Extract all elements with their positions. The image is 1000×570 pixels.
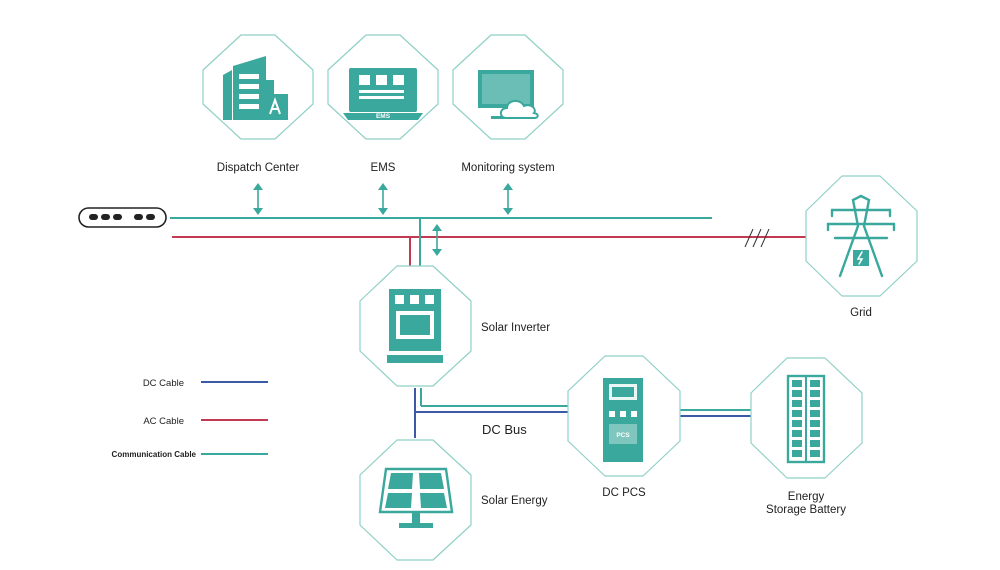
node-solar-energy: Solar Energy	[359, 439, 548, 561]
ac-break-marks	[744, 228, 770, 248]
dc-pcs-label: DC PCS	[602, 487, 646, 499]
grid-label: Grid	[850, 307, 872, 319]
node-monitoring-system: Monitoring system	[452, 34, 564, 174]
battery-cell	[810, 380, 820, 387]
node-energy-storage-battery: Energy Storage Battery	[750, 357, 863, 516]
solar-panel-icon	[378, 467, 454, 528]
legend-comm-label: Communication Cable	[112, 450, 197, 459]
battery-cell	[792, 380, 802, 387]
monitoring-system-label: Monitoring system	[461, 162, 554, 174]
solar-inverter-label: Solar Inverter	[481, 322, 550, 334]
solar-energy-label: Solar Energy	[481, 495, 548, 507]
power-tower-icon	[826, 194, 896, 278]
legend: DC Cable AC Cable Communication Cable	[112, 378, 268, 459]
arrow-ems	[378, 183, 388, 215]
battery-cell	[810, 420, 820, 427]
hexagon-frame	[805, 175, 918, 297]
dc-bus-label: DC Bus	[482, 422, 527, 437]
node-ems: EMS EMS	[327, 34, 439, 174]
battery-cell	[792, 400, 802, 407]
battery-cell	[810, 450, 820, 457]
monitor-cloud-icon	[478, 70, 539, 119]
battery-cell	[792, 440, 802, 447]
legend-ac-label: AC Cable	[143, 416, 184, 427]
inverter-icon	[387, 289, 443, 363]
legend-dc-label: DC Cable	[143, 378, 184, 389]
building-icon	[223, 56, 288, 120]
battery-cell	[810, 390, 820, 397]
battery-cell	[792, 430, 802, 437]
battery-cell	[810, 430, 820, 437]
battery-cell	[810, 410, 820, 417]
battery-rack-icon	[786, 374, 826, 464]
battery-label-line2: Storage Battery	[766, 504, 846, 516]
bus-connector-icon	[78, 207, 167, 228]
node-dispatch-center: Dispatch Center	[202, 34, 314, 174]
arrow-dispatch	[253, 183, 263, 215]
node-grid: Grid	[805, 175, 918, 319]
battery-cell	[810, 440, 820, 447]
battery-cell	[792, 450, 802, 457]
battery-cell	[810, 400, 820, 407]
node-solar-inverter: Solar Inverter	[359, 265, 550, 387]
ems-screen-tag: EMS	[376, 113, 391, 120]
battery-cell	[792, 420, 802, 427]
battery-label-line1: Energy	[788, 491, 825, 503]
battery-cell	[792, 390, 802, 397]
pcs-cabinet-icon: PCS	[603, 378, 643, 462]
node-dc-pcs: PCS DC PCS	[567, 355, 681, 499]
dispatch-center-label: Dispatch Center	[217, 162, 300, 174]
laptop-icon: EMS	[343, 68, 423, 120]
ems-label: EMS	[371, 162, 396, 174]
battery-cell	[792, 410, 802, 417]
arrow-monitoring	[503, 183, 513, 215]
arrow-inverter	[432, 224, 442, 256]
pcs-screen-tag: PCS	[616, 432, 630, 439]
